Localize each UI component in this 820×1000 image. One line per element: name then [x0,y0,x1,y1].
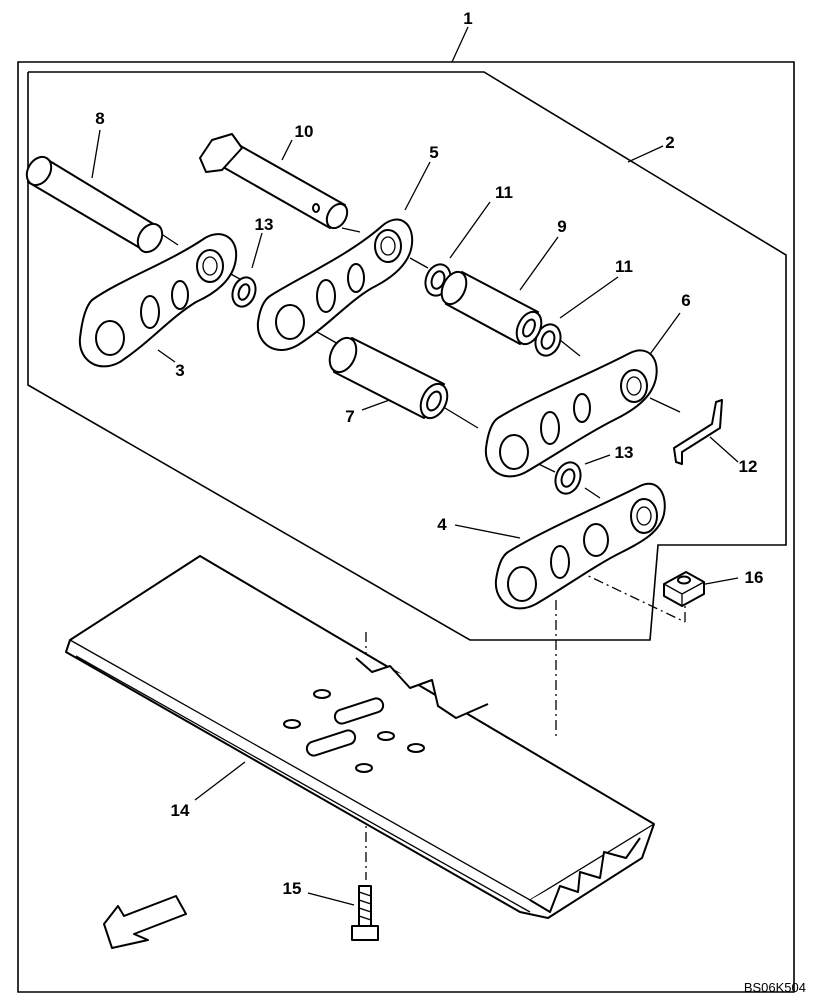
bushing-7 [328,336,449,420]
front-direction-arrow-icon [103,895,187,949]
track-shoe-14 [65,555,655,919]
nut-16 [663,571,705,607]
outer-assembly-frame [17,61,795,993]
track-link-3 [78,233,238,368]
callout-9: 9 [557,217,566,236]
figure-code: BS06K504 [744,980,806,995]
callout-labels: 1 2 3 4 5 6 7 8 9 10 11 11 12 13 13 14 1… [95,9,763,898]
track-link-6 [484,349,658,478]
track-link-5 [256,218,414,351]
leader-lines [91,26,739,906]
bolt-15 [351,885,379,941]
callout-8: 8 [95,109,104,128]
seal-13-lower [554,461,582,495]
callout-11-upper: 11 [495,183,513,202]
spring-pin-12 [673,399,723,465]
bushing-9 [440,270,543,346]
callout-6: 6 [681,291,690,310]
callout-14: 14 [171,801,190,820]
callout-13-lower: 13 [615,443,634,462]
callout-16: 16 [745,568,764,587]
callout-3: 3 [175,361,184,380]
callout-2: 2 [665,133,674,152]
pin-8 [25,155,164,254]
inner-subassembly-frame [27,71,787,641]
callout-10: 10 [295,122,314,141]
seal-11-right [534,323,562,357]
pin-10 [199,133,349,230]
seal-13-upper [231,276,257,308]
callout-12: 12 [739,457,758,476]
callout-7: 7 [345,407,354,426]
callout-5: 5 [429,143,438,162]
callout-1: 1 [463,9,472,28]
track-link-4 [494,482,666,610]
callout-15: 15 [283,879,302,898]
callout-4: 4 [437,515,447,534]
callout-11-lower: 11 [615,257,633,276]
callout-13-upper: 13 [255,215,274,234]
